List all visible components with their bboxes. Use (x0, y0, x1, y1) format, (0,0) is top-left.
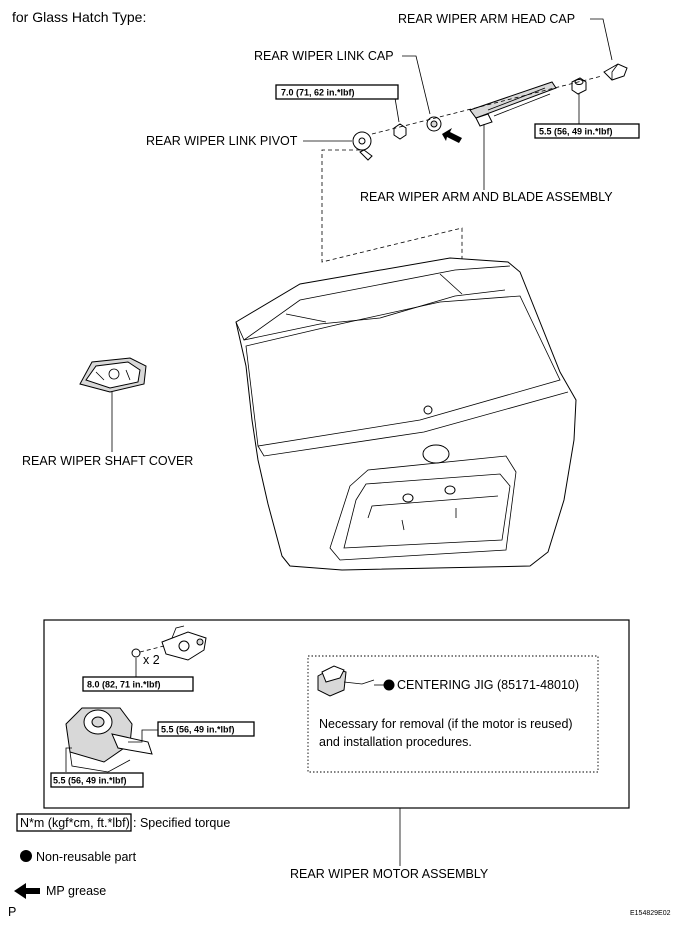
legend-grease-text: MP grease (46, 884, 106, 898)
link-cap-part (426, 116, 442, 132)
motor-bolt-b-leader (65, 747, 72, 772)
torque-motor-a-text: 5.5 (56, 49 in.*lbf) (161, 725, 235, 735)
motor-label: REAR WIPER MOTOR ASSEMBLY (290, 867, 489, 881)
torque-box-motor-b: 5.5 (56, 49 in.*lbf) (50, 772, 144, 788)
torque-arm-text: 5.5 (56, 49 in.*lbf) (539, 127, 613, 137)
figure-code: E154829E02 (630, 910, 671, 917)
pivot-nut-leader (394, 97, 400, 123)
jig-label: CENTERING JIG (85171-48010) (397, 678, 579, 692)
motor-bolt-a-leader (128, 729, 158, 743)
link-cap-label: REAR WIPER LINK CAP (254, 49, 394, 63)
grease-arrow-icon (442, 128, 462, 143)
legend-non-reusable: Non-reusable part (20, 850, 137, 864)
legend-torque-box-text: N*m (kgf*cm, ft.*lbf) (20, 816, 130, 830)
link-pivot-part (352, 131, 373, 161)
centering-jig-box (307, 655, 599, 773)
legend-non-reusable-text: Non-reusable part (36, 850, 137, 864)
bolt-qty: x 2 (143, 653, 160, 667)
arm-nut-part (571, 77, 587, 95)
link-bracket-part (161, 625, 207, 661)
jig-note-line-1: Necessary for removal (if the motor is r… (319, 717, 573, 731)
page-letter: P (8, 905, 16, 919)
centering-jig-part (317, 665, 375, 697)
torque-link-bolt-text: 8.0 (82, 71 in.*lbf) (87, 680, 161, 690)
shaft-cover-part (79, 357, 147, 393)
legend-grease-arrow-icon (14, 883, 40, 899)
link-cap-leader (402, 55, 431, 115)
link-pivot-label: REAR WIPER LINK PIVOT (146, 134, 298, 148)
legend-torque: N*m (kgf*cm, ft.*lbf) : Specified torque (16, 813, 230, 832)
legend-grease: MP grease (14, 883, 106, 899)
torque-box-pivot: 7.0 (71, 62 in.*lbf) (275, 84, 399, 100)
shaft-cover-label: REAR WIPER SHAFT COVER (22, 454, 193, 468)
bolt-axis (139, 645, 165, 653)
pivot-nut-part (393, 123, 407, 140)
torque-box-motor-a: 5.5 (56, 49 in.*lbf) (157, 721, 255, 737)
assembly-axis-line-top (371, 75, 603, 135)
torque-box-arm: 5.5 (56, 49 in.*lbf) (534, 123, 640, 139)
wiper-arm-blade-part (469, 81, 557, 127)
arm-head-cap-part (603, 63, 628, 81)
motor-detail-box (43, 619, 630, 809)
torque-motor-b-text: 5.5 (56, 49 in.*lbf) (53, 776, 127, 786)
torque-pivot-text: 7.0 (71, 62 in.*lbf) (281, 88, 355, 98)
torque-box-link-bolt: 8.0 (82, 71 in.*lbf) (82, 676, 194, 692)
wiper-motor-part (65, 707, 153, 773)
jig-note-line-2: and installation procedures. (319, 735, 472, 749)
legend-dot-icon (20, 850, 32, 862)
arm-blade-label: REAR WIPER ARM AND BLADE ASSEMBLY (360, 190, 613, 204)
page-heading: for Glass Hatch Type: (12, 9, 146, 25)
non-reusable-dot-icon (383, 679, 395, 691)
back-door-outline (235, 257, 577, 571)
arm-head-cap-label: REAR WIPER ARM HEAD CAP (398, 12, 575, 26)
legend-torque-text: : Specified torque (133, 816, 230, 830)
arm-head-cap-leader (590, 18, 613, 61)
link-bolt-part (131, 648, 141, 658)
